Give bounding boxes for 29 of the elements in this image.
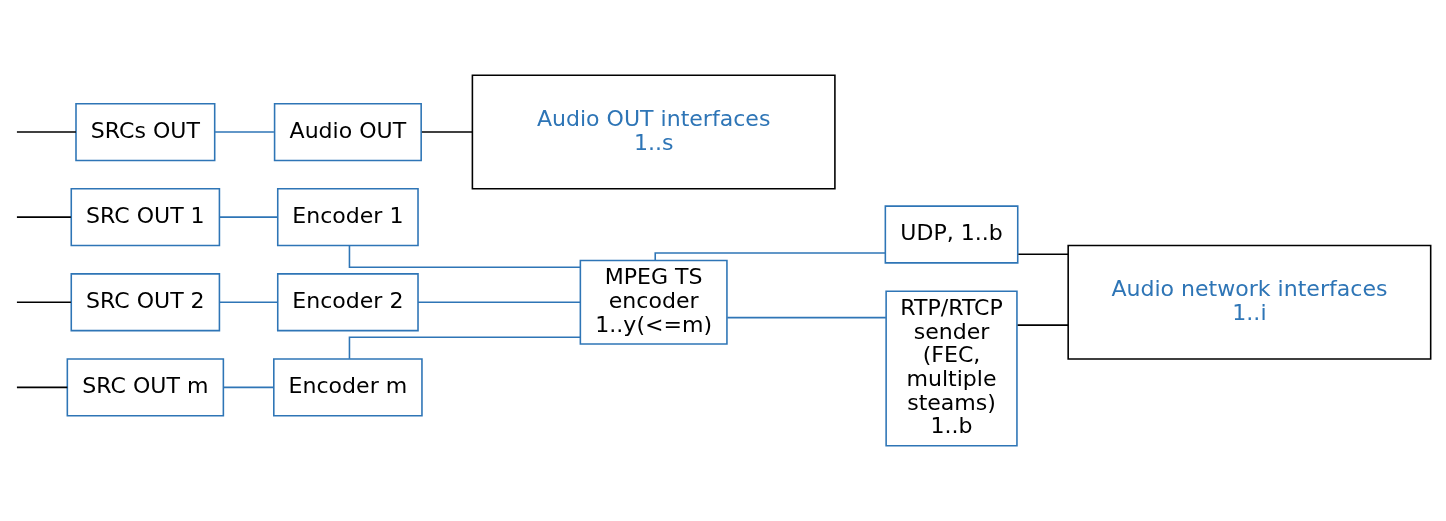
connector: [218, 301, 279, 304]
connector: [1017, 253, 1069, 255]
node-box: SRCs OUT: [75, 102, 216, 162]
connector: [348, 244, 581, 268]
connector: [1016, 324, 1069, 326]
connector: [654, 252, 886, 262]
node-box: Encoder 1: [276, 188, 419, 247]
connector: [16, 301, 72, 304]
node-box: Audio OUT: [273, 102, 422, 162]
connector: [348, 336, 581, 360]
node-box: SRC OUT 2: [70, 273, 221, 332]
connector: [16, 386, 69, 389]
connector: [218, 216, 279, 218]
connector: [726, 316, 887, 319]
node-box: UDP, 1..b: [884, 205, 1019, 264]
connector: [421, 131, 473, 133]
connector: [16, 131, 77, 133]
node-box: Encoder 2: [276, 273, 419, 332]
node-box: SRC OUT m: [66, 358, 225, 417]
connector: [417, 301, 581, 304]
node-box: Audio network interfaces 1..i: [1067, 244, 1432, 360]
node-box: Encoder m: [273, 358, 423, 417]
node-box: RTP/RTCP sender (FEC, multiple steams) 1..b: [885, 290, 1018, 447]
node-box: SRC OUT 1: [70, 188, 221, 247]
node-box: MPEG TS encoder 1..y(<=m): [579, 259, 728, 345]
node-box: Audio OUT interfaces 1..s: [471, 74, 836, 190]
connector: [214, 131, 275, 133]
connector: [222, 386, 275, 389]
connector: [16, 216, 72, 218]
